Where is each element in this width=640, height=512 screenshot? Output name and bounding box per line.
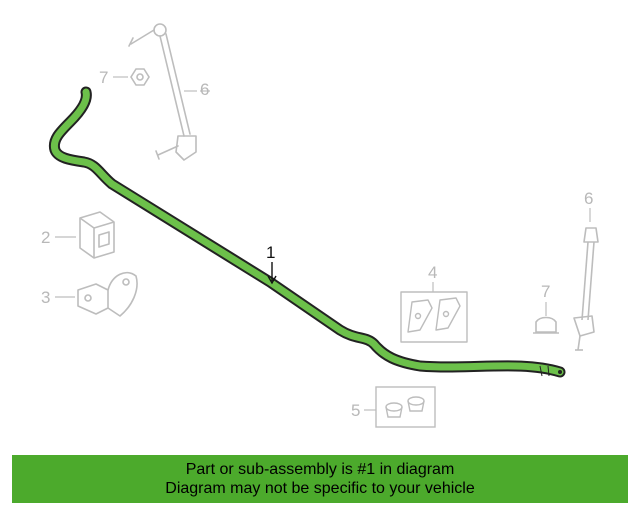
stabilizer-bar-fill	[50, 88, 564, 376]
callout-1: 1	[266, 243, 275, 262]
callout-4: 4	[428, 263, 437, 282]
arrowhead-1	[267, 275, 277, 285]
callout-2: 2	[41, 228, 50, 247]
clamp-bracket-lower[interactable]	[77, 271, 138, 317]
callout-7-right: 7	[541, 282, 550, 301]
stabilizer-link-left[interactable]	[128, 23, 197, 161]
nut-left[interactable]	[130, 68, 150, 86]
bushing-set-box[interactable]	[400, 291, 468, 343]
callout-6-left-visible: 6	[200, 80, 210, 99]
exploded-parts-diagram: 1 4 5 6	[41, 23, 599, 428]
callout-5: 5	[351, 401, 360, 420]
callout-6-right: 6	[584, 189, 593, 208]
stabilizer-bar[interactable]	[48, 86, 566, 378]
banner-line-2: Diagram may not be specific to your vehi…	[165, 480, 475, 497]
callout-3: 3	[41, 288, 50, 307]
banner-line-1: Part or sub-assembly is #1 in diagram	[185, 461, 455, 478]
grommet-box[interactable]	[375, 386, 436, 428]
callout-7-left: 7	[99, 68, 108, 87]
stabilizer-bar-end-hole	[558, 370, 562, 374]
nut-right[interactable]	[533, 316, 559, 334]
bushing-bracket-upper[interactable]	[79, 211, 115, 259]
info-banner: Part or sub-assembly is #1 in diagram Di…	[12, 455, 628, 503]
stabilizer-link-right[interactable]	[573, 227, 599, 351]
stabilizer-bar-end-marks	[539, 365, 550, 377]
